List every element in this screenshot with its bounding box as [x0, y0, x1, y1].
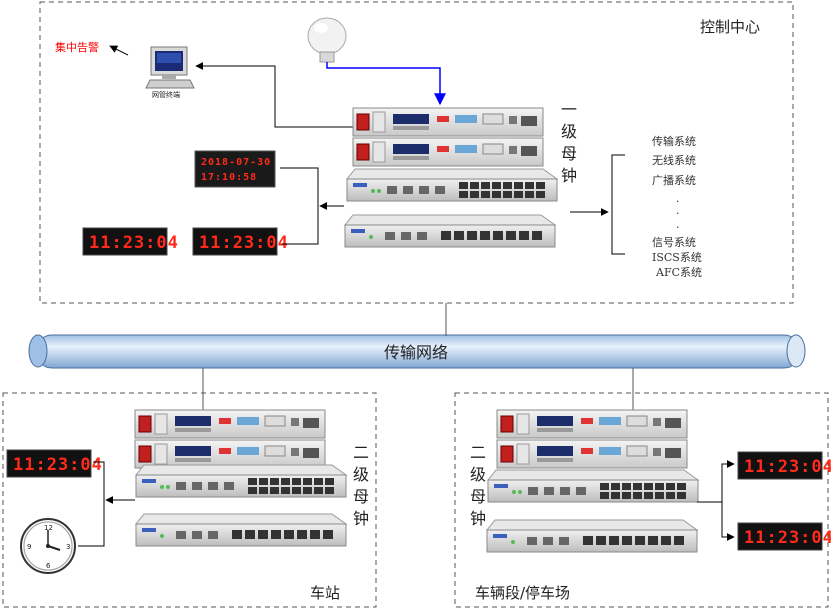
svg-text:二: 二	[353, 443, 369, 462]
station-secondary-clock-label: 二 级 母 钟	[353, 443, 369, 528]
terminal-label: 网管终端	[152, 90, 180, 99]
svg-text:11:23:04: 11:23:04	[13, 455, 103, 475]
digital-clock-cc-1: 11:23:04	[82, 227, 179, 256]
svg-text:11:23:04: 11:23:04	[744, 457, 831, 477]
system-item: .	[676, 204, 680, 217]
svg-text:9: 9	[27, 543, 31, 551]
svg-text:级: 级	[561, 122, 577, 141]
system-item: 广播系统	[652, 173, 696, 187]
analog-clock-icon: 12 3 6 9	[20, 518, 76, 574]
master-clock-rack	[344, 108, 558, 248]
gps-signal-line	[326, 62, 446, 106]
digital-clock-cc-2: 11:23:04	[192, 227, 289, 256]
clock-to-terminal-arrow	[195, 62, 354, 128]
svg-text:11:23:04: 11:23:04	[744, 528, 831, 548]
cc-clock-bracket	[280, 167, 319, 245]
network-label: 传输网络	[384, 343, 448, 362]
master-clock-label: 一 级 母 钟	[561, 100, 577, 185]
calendar-clock-display: 2018-07-30 17:10:58	[194, 150, 276, 188]
digital-clock-depot-1: 11:23:04	[737, 451, 831, 480]
systems-list: 传输系统 无线系统 广播系统 . . . 信号系统 ISCS系统 AFC系统	[652, 134, 702, 279]
svg-text:钟: 钟	[353, 509, 369, 528]
depot-secondary-clock-rack	[486, 410, 699, 553]
system-item: 传输系统	[652, 134, 696, 148]
system-item: .	[676, 192, 680, 205]
control-center-label: 控制中心	[700, 18, 760, 36]
station-secondary-clock-rack	[135, 410, 347, 547]
svg-text:11:23:04: 11:23:04	[89, 233, 179, 253]
terminal-to-alarm-arrow	[109, 45, 129, 56]
alarm-label: 集中告警	[55, 40, 99, 54]
transmission-network-pipe: 传输网络	[28, 334, 806, 369]
svg-text:母: 母	[353, 487, 369, 506]
gps-antenna-icon	[307, 17, 347, 63]
svg-text:6: 6	[46, 562, 51, 570]
depot-clock-bracket	[721, 460, 735, 541]
station-region	[2, 392, 377, 608]
svg-text:17:10:58: 17:10:58	[201, 172, 257, 183]
management-terminal-icon	[145, 46, 195, 89]
station-clock-bracket	[78, 461, 105, 547]
svg-text:一: 一	[561, 100, 577, 119]
digital-clock-depot-2: 11:23:04	[737, 522, 831, 551]
svg-text:级: 级	[353, 465, 369, 484]
svg-text:11:23:04: 11:23:04	[199, 233, 289, 253]
svg-text:2018-07-30: 2018-07-30	[201, 157, 271, 168]
system-item: 信号系统	[652, 236, 696, 249]
depot-secondary-clock-label: 二 级 母 钟	[470, 443, 486, 528]
svg-text:母: 母	[561, 144, 577, 163]
control-center-region	[39, 1, 794, 304]
system-item: AFC系统	[655, 266, 702, 279]
svg-text:12: 12	[44, 524, 53, 532]
systems-bracket	[611, 154, 625, 255]
system-item: .	[676, 218, 680, 231]
svg-text:钟: 钟	[470, 509, 486, 528]
station-label: 车站	[310, 584, 340, 602]
svg-text:3: 3	[66, 543, 70, 551]
svg-text:二: 二	[470, 443, 486, 462]
digital-clock-station: 11:23:04	[6, 449, 103, 478]
depot-label: 车辆段/停车场	[475, 584, 570, 602]
svg-text:级: 级	[470, 465, 486, 484]
system-item: ISCS系统	[652, 251, 702, 264]
svg-text:母: 母	[470, 487, 486, 506]
system-item: 无线系统	[652, 153, 696, 167]
depot-region	[454, 392, 829, 608]
svg-text:钟: 钟	[561, 166, 577, 185]
